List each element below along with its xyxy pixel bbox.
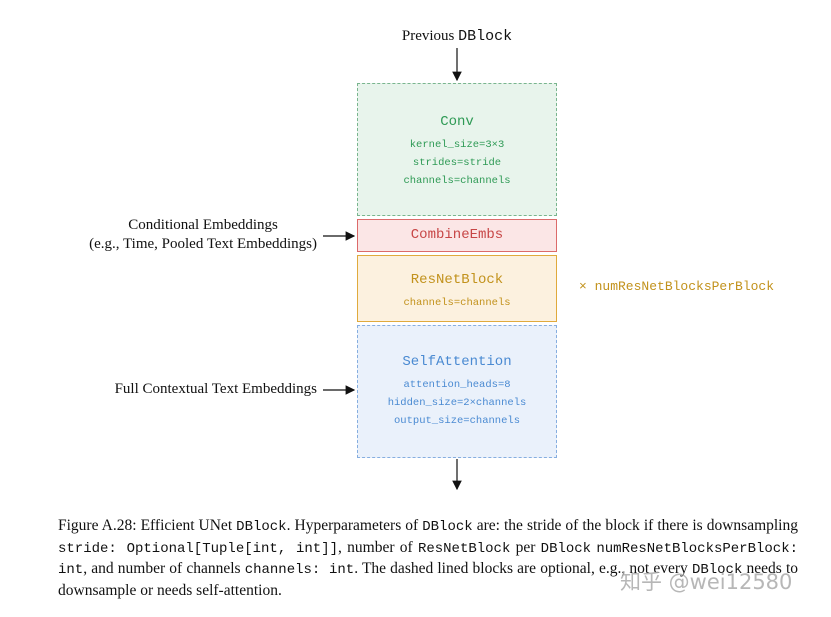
conv-param: strides=stride bbox=[412, 157, 502, 169]
full-contextual-label: Full Contextual Text Embeddings bbox=[114, 381, 317, 397]
selfattention-param: output_size=channels bbox=[393, 415, 521, 427]
resnet-param: channels=channels bbox=[403, 297, 511, 309]
self-attention-block: SelfAttention attention_heads=8 hidden_s… bbox=[357, 325, 557, 458]
watermark: 知乎 @wei12580 bbox=[620, 570, 793, 594]
conditional-embeddings-label: Conditional Embeddings (e.g., Time, Pool… bbox=[89, 217, 317, 252]
resnet-block: ResNetBlock channels=channels bbox=[357, 255, 557, 322]
figure-caption: Figure A.28: Efficient UNet DBlock. Hype… bbox=[58, 517, 798, 599]
combine-embs-block: CombineEmbs bbox=[357, 219, 557, 252]
previous-dblock-label: Previous DBlock bbox=[401, 28, 513, 45]
combine-title: CombineEmbs bbox=[410, 227, 504, 243]
selfattention-param: hidden_size=2×channels bbox=[387, 397, 527, 409]
conv-param: channels=channels bbox=[403, 175, 511, 187]
repeat-label: × numResNetBlocksPerBlock bbox=[579, 279, 775, 294]
selfattention-param: attention_heads=8 bbox=[403, 379, 511, 391]
selfattention-title: SelfAttention bbox=[402, 354, 512, 370]
conv-param: kernel_size=3×3 bbox=[409, 139, 505, 151]
resnet-title: ResNetBlock bbox=[410, 272, 504, 288]
conv-title: Conv bbox=[440, 114, 474, 130]
conv-block: Conv kernel_size=3×3 strides=stride chan… bbox=[357, 83, 557, 216]
